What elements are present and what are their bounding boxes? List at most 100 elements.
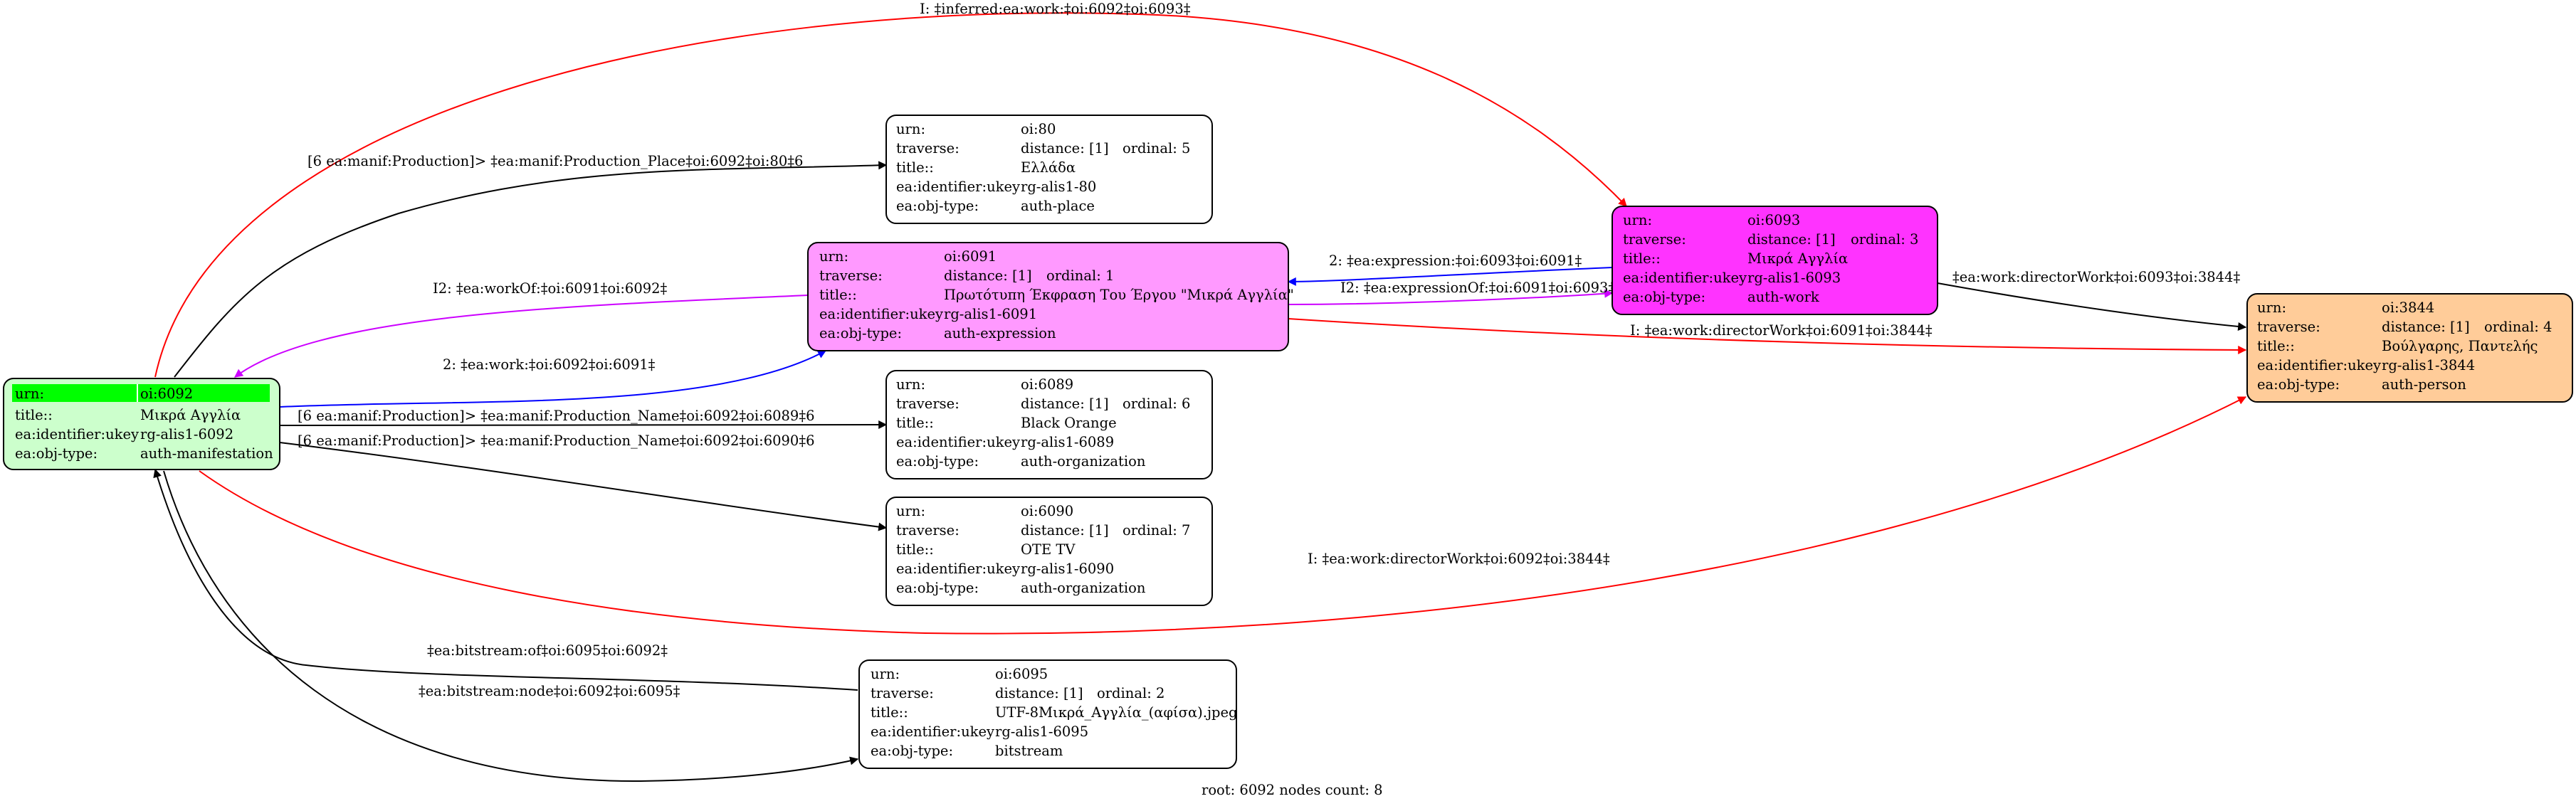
n6089-val-3: rg-alis1-6089 xyxy=(1021,434,1114,450)
n6091-val-4: auth-expression xyxy=(944,325,1056,341)
n80-key-0: urn: xyxy=(896,121,925,137)
n6095-key-0: urn: xyxy=(871,666,900,682)
n3844-key-1: traverse: xyxy=(2257,319,2320,335)
n6092-key-1: title:: xyxy=(15,407,53,423)
n6089-ord-1: ordinal: 6 xyxy=(1123,396,1190,412)
edge-label-work: 2: ‡ea:work:‡oi:6092‡oi:6091‡ xyxy=(443,356,656,373)
n6089-key-3: ea:identifier:ukey xyxy=(896,434,1020,450)
edges: I: ‡inferred:ea:work:‡oi:6092‡oi:6093‡ [… xyxy=(153,1,2247,783)
n80-key-2: title:: xyxy=(896,159,934,176)
n6090-key-0: urn: xyxy=(896,503,925,519)
n6093-key-2: title:: xyxy=(1623,250,1661,267)
n6092-key-3: ea:obj-type: xyxy=(15,445,98,462)
n6095-key-4: ea:obj-type: xyxy=(871,743,953,759)
n6089-val-1: distance: [1] xyxy=(1021,396,1109,412)
n6093-key-4: ea:obj-type: xyxy=(1623,289,1705,305)
n6090-key-4: ea:obj-type: xyxy=(896,580,979,596)
edge-label-directorwork-6091: I: ‡ea:work:directorWork‡oi:6091‡oi:3844… xyxy=(1630,322,1933,339)
edge-label-expression: 2: ‡ea:expression:‡oi:6093‡oi:6091‡ xyxy=(1329,253,1582,269)
n6093-key-0: urn: xyxy=(1623,212,1652,228)
n6095-val-3: rg-alis1-6095 xyxy=(995,723,1088,740)
node-80[interactable]: urn: oi:80 traverse: distance: [1] ordin… xyxy=(885,115,1213,224)
n6092-val-2: rg-alis1-6092 xyxy=(140,426,233,442)
n6091-ord-1: ordinal: 1 xyxy=(1046,267,1114,284)
n6093-val-1: distance: [1] xyxy=(1747,231,1836,248)
n6095-val-2: UTF-8Μικρά_Αγγλία_(αφίσα).jpeg xyxy=(995,704,1238,721)
n6091-key-3: ea:identifier:ukey xyxy=(819,306,943,322)
n80-ord-1: ordinal: 5 xyxy=(1123,140,1190,157)
edge-label-workof: I2: ‡ea:workOf:‡oi:6091‡oi:6092‡ xyxy=(433,280,668,297)
edge-label-directorwork-6092: I: ‡ea:work:directorWork‡oi:6092‡oi:3844… xyxy=(1308,551,1610,567)
n6090-val-4: auth-organization xyxy=(1021,580,1146,596)
n6090-val-1: distance: [1] xyxy=(1021,522,1109,539)
n6090-key-2: title:: xyxy=(896,541,934,558)
n6089-key-1: traverse: xyxy=(896,396,960,412)
n6091-val-1: distance: [1] xyxy=(944,267,1032,284)
n6091-val-2: Πρωτότυπη Έκφραση Του Έργου "Μικρά Αγγλί… xyxy=(944,287,1294,303)
edge-label-expressionof: I2: ‡ea:expressionOf:‡oi:6091‡oi:6093‡ xyxy=(1340,280,1615,296)
n6090-ord-1: ordinal: 7 xyxy=(1123,522,1190,539)
node-6095[interactable]: urn: oi:6095 traverse: distance: [1] ord… xyxy=(858,659,1238,769)
n6091-key-2: title:: xyxy=(819,287,857,303)
n3844-val-0: oi:3844 xyxy=(2382,299,2434,316)
n6091-val-0: oi:6091 xyxy=(944,248,997,265)
n6090-key-3: ea:identifier:ukey xyxy=(896,561,1020,577)
n3844-key-4: ea:obj-type: xyxy=(2257,376,2340,393)
n6089-val-4: auth-organization xyxy=(1021,453,1146,470)
edge-bitstream-node xyxy=(163,470,859,783)
n6095-key-2: title:: xyxy=(871,704,908,721)
n6092-val-1: Μικρά Αγγλία xyxy=(140,407,241,423)
n6091-key-4: ea:obj-type: xyxy=(819,325,902,341)
node-3844[interactable]: urn: oi:3844 traverse: distance: [1] ord… xyxy=(2246,293,2573,403)
n6091-val-3: rg-alis1-6091 xyxy=(944,306,1037,322)
edge-label-bitstream-node: ‡ea:bitstream:node‡oi:6092‡oi:6095‡ xyxy=(419,683,680,699)
edge-directorwork-6091 xyxy=(1288,318,2247,354)
n6093-ord-1: ordinal: 3 xyxy=(1851,231,1918,248)
edge-production-place xyxy=(174,161,888,378)
n6090-key-1: traverse: xyxy=(896,522,960,539)
n6093-val-3: rg-alis1-6093 xyxy=(1747,270,1841,286)
n6093-key-1: traverse: xyxy=(1623,231,1686,248)
node-6090[interactable]: urn: oi:6090 traverse: distance: [1] ord… xyxy=(885,497,1213,606)
node-6091[interactable]: urn: oi:6091 traverse: distance: [1] ord… xyxy=(807,242,1294,351)
edge-work xyxy=(279,350,827,408)
n6095-val-4: bitstream xyxy=(995,743,1063,759)
edge-label-directorwork-6093: ‡ea:work:directorWork‡oi:6093‡oi:3844‡ xyxy=(1952,269,2240,285)
n6095-key-3: ea:identifier:ukey xyxy=(871,723,994,740)
edge-label-production-name-6090: [6 ea:manif:Production]> ‡ea:manif:Produ… xyxy=(298,433,814,449)
node-6093[interactable]: urn: oi:6093 traverse: distance: [1] ord… xyxy=(1612,206,1938,315)
n6095-key-1: traverse: xyxy=(871,685,934,701)
n3844-val-4: auth-person xyxy=(2382,376,2466,393)
n80-key-3: ea:identifier:ukey xyxy=(896,179,1020,195)
node-6092[interactable]: urn: oi:6092 title:: Μικρά Αγγλία ea:ide… xyxy=(3,378,280,470)
node-6089[interactable]: urn: oi:6089 traverse: distance: [1] ord… xyxy=(885,370,1213,479)
n3844-key-0: urn: xyxy=(2257,299,2286,316)
n3844-key-3: ea:identifier:ukey xyxy=(2257,357,2381,373)
n3844-val-3: rg-alis1-3844 xyxy=(2382,357,2475,373)
edge-inferred-work xyxy=(154,12,1627,378)
n6093-key-3: ea:identifier:ukey xyxy=(1623,270,1747,286)
edge-label-production-name-6089: [6 ea:manif:Production]> ‡ea:manif:Produ… xyxy=(298,408,814,424)
n6090-val-2: OTE TV xyxy=(1021,541,1076,558)
n6092-key-2: ea:identifier:ukey xyxy=(15,426,139,442)
edge-expressionof xyxy=(1288,289,1614,305)
n6095-val-1: distance: [1] xyxy=(995,685,1083,701)
n80-val-2: Ελλάδα xyxy=(1021,159,1076,176)
n6089-val-0: oi:6089 xyxy=(1021,376,1073,393)
edge-label-inferred-work: I: ‡inferred:ea:work:‡oi:6092‡oi:6093‡ xyxy=(920,1,1191,17)
n3844-val-2: Βούλγαρης, Παντελής xyxy=(2382,338,2538,354)
edge-label-production-place: [6 ea:manif:Production]> ‡ea:manif:Produ… xyxy=(307,153,803,169)
n80-val-0: oi:80 xyxy=(1021,121,1056,137)
edge-workof xyxy=(234,295,809,378)
n6093-val-4: auth-work xyxy=(1747,289,1819,305)
n6091-key-1: traverse: xyxy=(819,267,883,284)
edge-label-bitstream-of: ‡ea:bitstream:of‡oi:6095‡oi:6092‡ xyxy=(427,642,668,659)
n6093-val-0: oi:6093 xyxy=(1747,212,1800,228)
n6089-key-4: ea:obj-type: xyxy=(896,453,979,470)
edge-production-name-6090 xyxy=(279,442,888,531)
n80-key-1: traverse: xyxy=(896,140,960,157)
n3844-ord-1: ordinal: 4 xyxy=(2484,319,2552,335)
n6091-key-0: urn: xyxy=(819,248,848,265)
n80-val-1: distance: [1] xyxy=(1021,140,1109,157)
